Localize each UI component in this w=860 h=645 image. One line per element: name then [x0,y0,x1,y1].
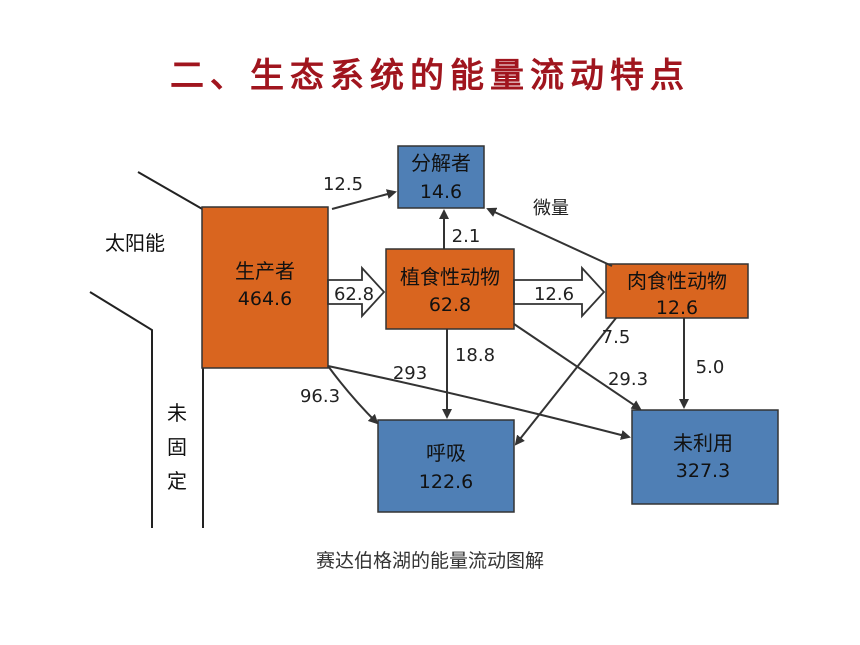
sunlight-channel-left [89,291,153,528]
flow-label-herbivore-to-decomposer: 2.1 [452,226,481,247]
producer-name: 生产者 [235,259,295,283]
arrow-producer-to-decomposer [331,189,397,210]
producer-box [201,206,329,369]
respiration-name: 呼吸 [426,441,466,465]
flow-label-herbivore-to-respiration: 18.8 [455,345,495,366]
decomposer-box [397,145,485,209]
flow-label-producer-to-decomposer: 12.5 [323,174,363,195]
unfixed-label-char-2: 固 [167,435,187,459]
carnivore-box [605,263,749,319]
arrow-carnivore-to-respiration [514,317,617,446]
arrow-herbivore-to-unused [513,323,642,411]
unused-name: 未利用 [673,431,733,455]
herbivore-name: 植食性动物 [400,265,500,289]
herbivore-to-carnivore-block-arrow [513,265,606,319]
flow-label-herbivore-to-unused: 29.3 [608,369,648,390]
decomposer-value: 14.6 [420,181,462,203]
page-title: 二、生态系统的能量流动特点 [170,56,690,96]
flow-label-carnivore-to-unused: 5.0 [696,357,725,378]
producer-value: 464.6 [238,288,292,310]
diagram-caption: 赛达伯格湖的能量流动图解 [315,550,544,572]
flow-label-producer-to-unused: 293 [393,363,427,384]
flow-label-herbivore-to-carnivore: 12.6 [534,284,574,305]
flow-label-carnivore-to-respiration: 7.5 [602,327,631,348]
flow-label-producer-to-respiration: 96.3 [300,386,340,407]
carnivore-value: 12.6 [656,297,698,319]
decomposer-name: 分解者 [411,151,471,175]
producer-to-herbivore-block-arrow [327,265,386,319]
unused-box [631,409,779,505]
unfixed-label-char-3: 定 [167,469,187,493]
flow-label-carnivore-to-decomposer: 微量 [533,198,569,219]
arrow-producer-to-unused [327,365,631,440]
arrow-carnivore-to-decomposer [486,207,613,267]
flow-label-producer-to-herbivore: 62.8 [334,284,374,305]
respiration-value: 122.6 [419,471,473,493]
unused-value: 327.3 [676,460,730,482]
carnivore-name: 肉食性动物 [627,269,727,293]
sunlight-label: 太阳能 [105,231,165,255]
sunlight-channel-top [137,171,205,211]
herbivore-box [385,248,515,330]
herbivore-value: 62.8 [429,294,471,316]
unfixed-label-char-1: 未 [167,401,187,425]
arrow-producer-to-respiration [327,365,379,425]
respiration-box [377,419,515,513]
